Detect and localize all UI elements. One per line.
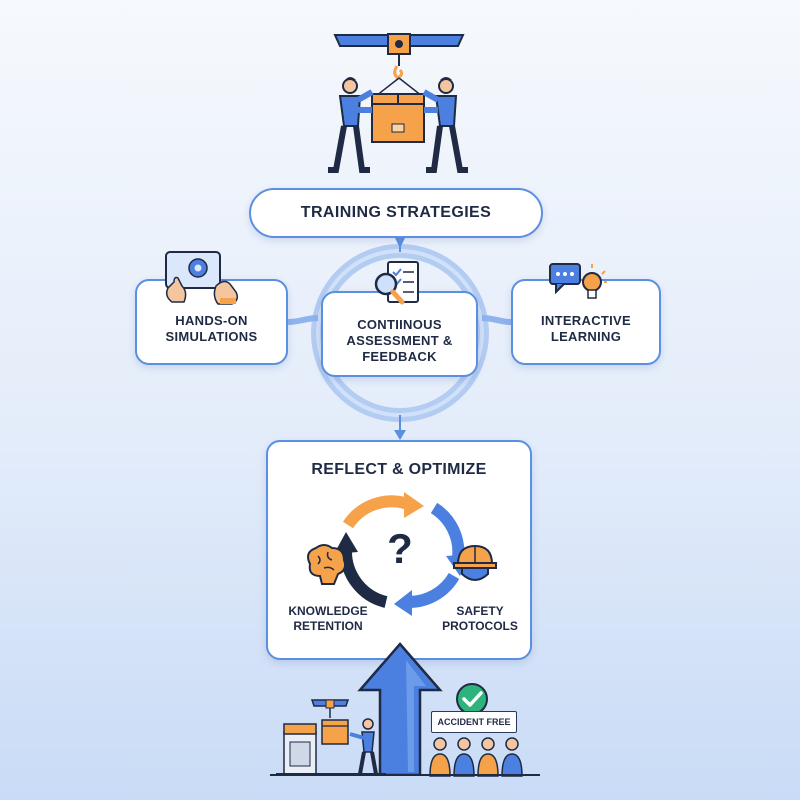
- question-mark: ?: [387, 525, 413, 572]
- interactive-learning-card: INTERACTIVE LEARNING: [511, 279, 661, 365]
- safety-helmet-icon: [453, 544, 497, 581]
- big-up-arrow: [357, 642, 443, 775]
- hands-on-simulations-label: HANDS-ON SIMULATIONS: [165, 313, 258, 344]
- touchscreen-gear-icon: [165, 251, 239, 305]
- reflect-optimize-title: REFLECT & OPTIMIZE: [311, 461, 487, 478]
- warehouse-crane-illustration: [276, 699, 386, 775]
- accident-free-badge: ACCIDENT FREE: [431, 711, 517, 733]
- safety-protocols-label: SAFETY PROTOCOLS: [442, 604, 518, 633]
- continuous-assessment-label: CONTIINOUS ASSESSMENT & FEEDBACK: [346, 317, 453, 364]
- ground-line: [270, 774, 540, 776]
- chat-lightbulb-icon: [549, 263, 607, 299]
- team-group-illustration: [429, 737, 523, 777]
- check-badge-icon: [456, 683, 488, 715]
- cycle-arrows: [334, 492, 472, 616]
- checklist-magnifier-icon: [374, 261, 419, 305]
- hands-on-simulations-card: HANDS-ON SIMULATIONS: [135, 279, 288, 365]
- brain-icon: [307, 544, 347, 585]
- crane-workers-illustration: [328, 33, 468, 173]
- title-text: TRAINING STRATEGIES: [300, 204, 492, 221]
- knowledge-retention-label: KNOWLEDGE RETENTION: [288, 604, 368, 633]
- interactive-learning-label: INTERACTIVE LEARNING: [541, 313, 631, 344]
- training-strategies-title: TRAINING STRATEGIES: [249, 188, 543, 238]
